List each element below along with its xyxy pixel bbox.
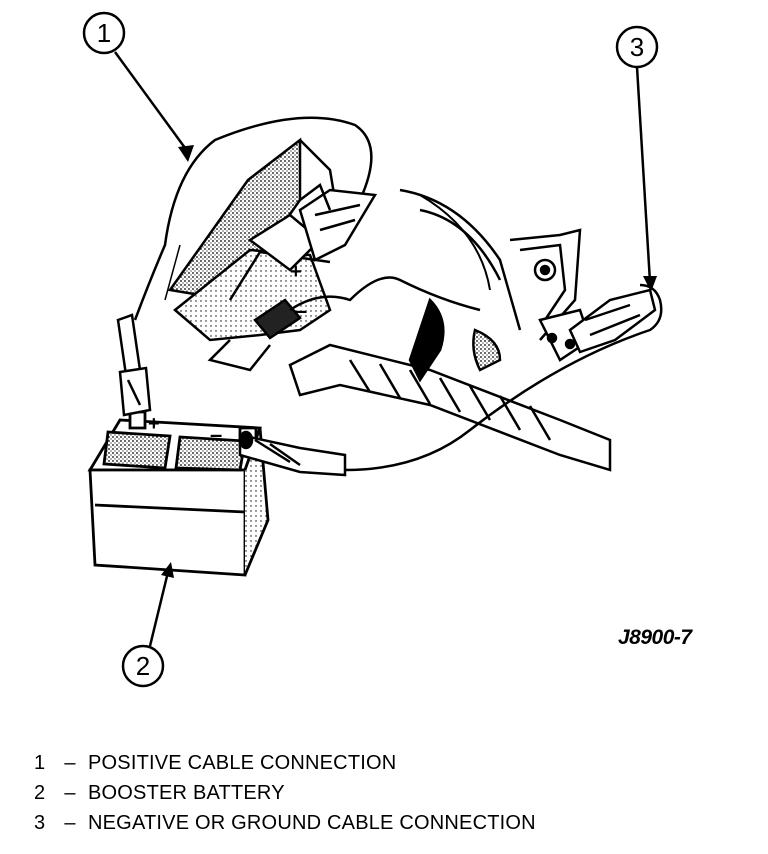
callout-3: 3 — [615, 25, 659, 292]
legend-number: 1 — [34, 752, 46, 774]
jump-start-diagram: + – + – 1 — [82, 11, 663, 688]
legend-dash: – — [64, 752, 76, 774]
engine-compartment — [299, 139, 592, 362]
legend-text: BOOSTER BATTERY — [88, 782, 285, 804]
positive-terminal-mark: + — [148, 413, 160, 435]
legend-number: 2 — [34, 782, 46, 804]
positive-jumper-cable — [133, 116, 373, 321]
negative-clamp-ground — [568, 288, 657, 354]
positive-clamp-vehicle — [298, 183, 378, 262]
wire-harness — [288, 297, 612, 472]
callout-legend: 1–POSITIVE CABLE CONNECTION 2–BOOSTER BA… — [34, 748, 536, 838]
callout-2-number: 2 — [136, 651, 150, 681]
callout-2: 2 — [121, 562, 174, 688]
vehicle-battery — [167, 137, 332, 372]
positive-clamp-booster — [116, 313, 152, 417]
callout-1-number: 1 — [97, 18, 111, 48]
vehicle-positive-mark: + — [290, 261, 302, 283]
legend-dash: – — [64, 812, 76, 834]
legend-dash: – — [64, 782, 76, 804]
callout-1: 1 — [82, 11, 194, 162]
negative-clamp-booster — [238, 430, 347, 477]
legend-item-2: 2–BOOSTER BATTERY — [34, 778, 536, 808]
callout-3-number: 3 — [630, 32, 644, 62]
legend-text: NEGATIVE OR GROUND CABLE CONNECTION — [88, 812, 536, 834]
negative-terminal-mark: – — [210, 422, 222, 447]
legend-item-3: 3–NEGATIVE OR GROUND CABLE CONNECTION — [34, 808, 536, 838]
vehicle-ground-cable — [289, 194, 491, 312]
legend-number: 3 — [34, 812, 46, 834]
legend-text: POSITIVE CABLE CONNECTION — [88, 752, 397, 774]
negative-jumper-cable — [344, 283, 663, 472]
figure-id: J8900-7 — [618, 626, 692, 649]
legend-item-1: 1–POSITIVE CABLE CONNECTION — [34, 748, 536, 778]
booster-battery: + – — [87, 410, 270, 577]
